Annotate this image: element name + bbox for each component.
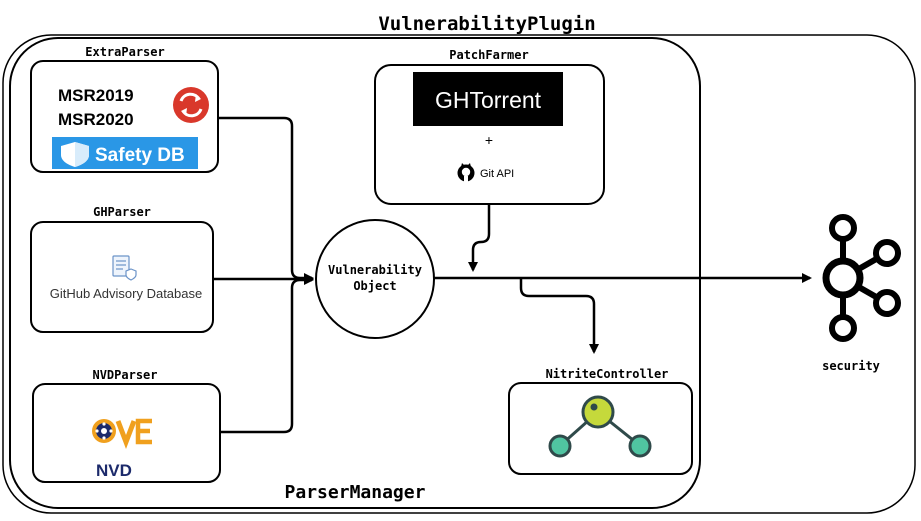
safety-db-text: Safety DB xyxy=(95,145,185,166)
git-api-text: Git API xyxy=(480,168,514,180)
patch-farmer-connector xyxy=(468,204,491,272)
plus-sign: + xyxy=(485,132,493,148)
parser-manager-label: ParserManager xyxy=(285,482,426,503)
extra-parser-label: ExtraParser xyxy=(85,45,164,59)
shield-icon xyxy=(61,142,89,167)
gh-parser-label: GHParser xyxy=(93,205,151,219)
gh-parser-box[interactable] xyxy=(30,221,214,333)
vulnerability-object-line1: Vulnerability xyxy=(328,263,422,277)
github-octocat-icon xyxy=(457,163,475,182)
molecule-icon xyxy=(548,395,652,458)
parser-manager-container xyxy=(9,37,701,509)
nvd-text: NVD xyxy=(96,461,132,480)
vulnerability-object-line2: Object xyxy=(353,279,396,293)
safety-db-logo: Safety DB xyxy=(52,137,198,169)
msr2019-text: MSR2019 xyxy=(58,86,134,105)
msr2020-text: MSR2020 xyxy=(58,110,134,129)
extra-parser-connector xyxy=(218,116,314,283)
nvd-parser-connector xyxy=(220,275,314,434)
github-advisory-text: GitHub Advisory Database xyxy=(50,286,202,301)
redhat-refresh-icon xyxy=(173,87,209,123)
security-topic-icon xyxy=(822,214,901,342)
patch-farmer-label: PatchFarmer xyxy=(449,48,528,62)
cve-logo xyxy=(92,418,152,450)
ghtorrent-text: GHTorrent xyxy=(435,87,542,113)
nitrite-controller-connector xyxy=(519,278,599,354)
vulnerability-plugin-container xyxy=(2,34,916,514)
security-label: security xyxy=(822,359,880,373)
nitrite-controller-label: NitriteController xyxy=(546,367,669,381)
ghtorrent-logo-bg xyxy=(413,72,563,126)
advisory-document-icon xyxy=(112,255,137,281)
plugin-title: VulnerabilityPlugin xyxy=(378,13,595,35)
nvd-parser-label: NVDParser xyxy=(92,368,157,382)
